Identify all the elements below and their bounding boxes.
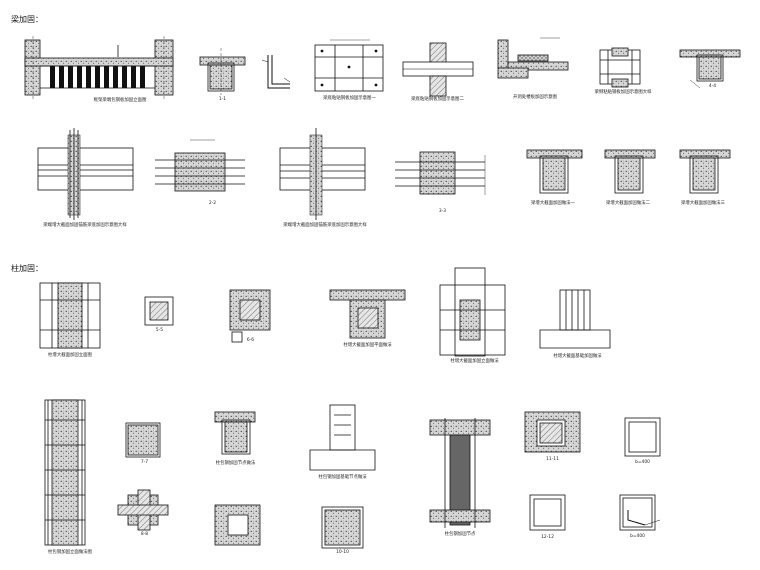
caption-column-steel-node-elev: 柱包钢加固节点 [444,532,476,537]
label-section-2-2: 2-2 [208,201,217,206]
section-7-7-drawing [125,422,161,458]
section-4-4-drawing [679,49,741,89]
section-6-6-drawing [229,289,271,343]
column-enlarge-plan-drawing [329,289,406,339]
caption-column-enlarge-plan: 柱增大截面加固平面做法 [343,343,392,348]
beam-elevation-drawing [24,36,174,100]
beam-section-title: 梁加固： [11,15,43,24]
slab-opening-drawing [497,37,569,79]
section-9-9-drawing [214,504,261,546]
caption-beam-method-1: 梁增大截面加固做法一 [531,201,575,206]
caption-beam-method-3: 梁增大截面加固做法三 [681,201,725,206]
section-3-3-drawing [395,151,486,195]
caption-beam-method-2: 梁增大截面加固做法二 [606,201,650,206]
caption-column-enlarge-elevation: 柱增大截面加固立面图 [48,353,92,358]
caption-column-steel-node: 柱包钢加固节点做法 [215,461,256,466]
label-section-5-5: 5-5 [155,328,164,333]
column-section-title: 柱加固： [11,264,43,273]
section-5-5-drawing [144,296,174,326]
label-section-12-12: 12-12 [541,535,554,540]
caption-column-foundation: 柱增大截面基础加固做法 [553,354,602,359]
beam-bottom-plate-1-drawing [314,39,384,92]
plate-box-2-drawing [619,494,656,531]
plate-box-1-drawing [624,417,661,457]
caption-beam-bottom-plate-1: 梁底粘贴钢板加固示意图一 [323,96,376,101]
section-11-11-drawing [524,411,581,453]
section-1-1-drawing [199,48,246,95]
column-steel-foundation-drawing [309,404,376,471]
beam-side-plate-drawing [599,47,641,88]
caption-column-steel-elevation: 柱包钢加固立面做法图 [48,550,92,555]
corner-hook-drawing [627,510,661,526]
label-plate-box-1: b=400 [635,460,650,465]
section-2-2-drawing [155,139,245,192]
hook-detail-drawing [261,55,291,89]
label-section-1-1: 1-1 [218,97,227,102]
label-section-4-4: 4-4 [708,84,717,89]
beam-end-enlarge-2-drawing [279,128,366,220]
section-8-8-drawing [117,489,169,531]
column-steel-node-drawing [214,411,256,455]
label-section-10-10: 10-10 [336,550,349,555]
beam-bottom-plate-2-drawing [402,42,474,97]
column-enlarge-elevation-drawing [39,282,101,349]
section-10-10-drawing [321,506,364,549]
caption-column-steel-foundation: 柱包钢加固基础节点做法 [318,475,367,480]
column-foundation-drawing [539,289,611,349]
beam-end-enlarge-1-drawing [37,128,134,220]
section-12-12-drawing [529,494,566,531]
label-section-11-11: 11-11 [546,457,559,462]
column-steel-node-elevation-drawing [429,418,491,528]
beam-enlarge-method-1-drawing [526,149,583,194]
beam-enlarge-method-2-drawing [604,149,656,194]
caption-beam-end-enlarge-2: 梁端增大截面加固锚筋梁底加固示意图大样 [283,223,367,228]
caption-beam-side-plate: 梁侧粘贴钢板加固示意图大样 [594,90,652,95]
label-plate-box-2: b=400 [630,534,645,539]
beam-enlarge-method-3-drawing [679,149,731,194]
caption-column-enlarge-elev-method: 柱增大截面加固立面做法 [450,359,499,364]
label-section-3-3: 3-3 [438,209,447,214]
caption-beam-elevation: 框架梁端包钢板加固立面图 [93,98,147,103]
column-steel-elevation-drawing [44,399,86,546]
caption-beam-end-enlarge-1: 梁端增大截面加固锚筋梁底加固示意图大样 [43,223,127,228]
label-section-8-8: 8-8 [140,532,149,537]
label-section-6-6: 6-6 [246,338,255,343]
caption-slab-opening: 开洞处楼板加固示意图 [513,95,557,100]
label-section-7-7: 7-7 [140,460,149,465]
caption-beam-bottom-plate-2: 梁底粘贴钢板加固示意图二 [411,97,464,102]
column-enlarge-elevation-method-drawing [439,267,506,357]
